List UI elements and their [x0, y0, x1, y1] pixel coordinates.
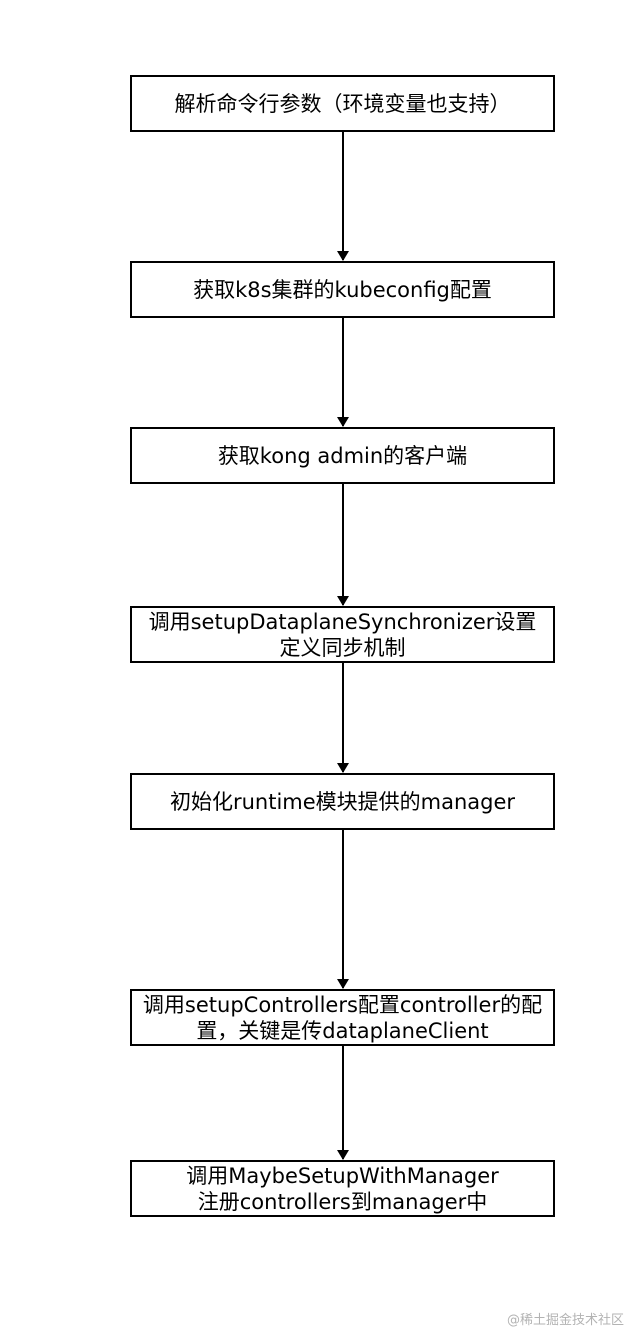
watermark: @稀土掘金技术社区: [506, 1313, 624, 1328]
step-label: 初始化runtime模块提供的manager: [169, 789, 516, 814]
step-setup-dataplane-synchronizer: 调用setupDataplaneSynchronizer设置 定义同步机制: [130, 606, 555, 663]
step-label: 获取k8s集群的kubeconfig配置: [193, 277, 492, 302]
step-get-kong-admin-client: 获取kong admin的客户端: [130, 427, 555, 484]
step-maybe-setup-with-manager: 调用MaybeSetupWithManager 注册controllers到ma…: [130, 1160, 555, 1217]
step-init-runtime-manager: 初始化runtime模块提供的manager: [130, 773, 555, 830]
step-label: 调用setupControllers配置controller的配 置，关键是传d…: [142, 992, 543, 1043]
step-parse-args: 解析命令行参数（环境变量也支持）: [130, 75, 555, 132]
step-label: 解析命令行参数（环境变量也支持）: [174, 91, 511, 116]
step-label: 获取kong admin的客户端: [217, 443, 468, 468]
step-setup-controllers: 调用setupControllers配置controller的配 置，关键是传d…: [130, 989, 555, 1046]
step-label: 调用MaybeSetupWithManager 注册controllers到ma…: [186, 1163, 499, 1214]
step-get-kubeconfig: 获取k8s集群的kubeconfig配置: [130, 261, 555, 318]
step-label: 调用setupDataplaneSynchronizer设置 定义同步机制: [148, 609, 537, 660]
